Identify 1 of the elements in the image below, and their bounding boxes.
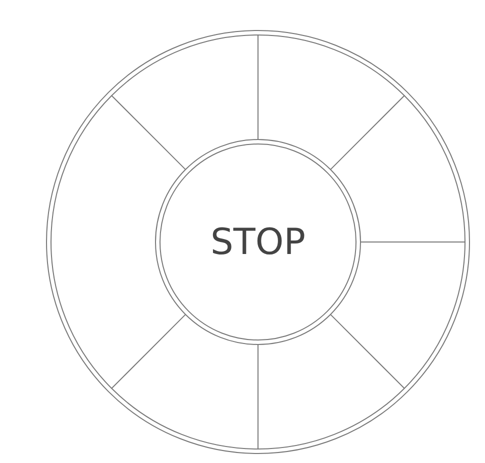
stop-label: STOP: [210, 222, 306, 262]
